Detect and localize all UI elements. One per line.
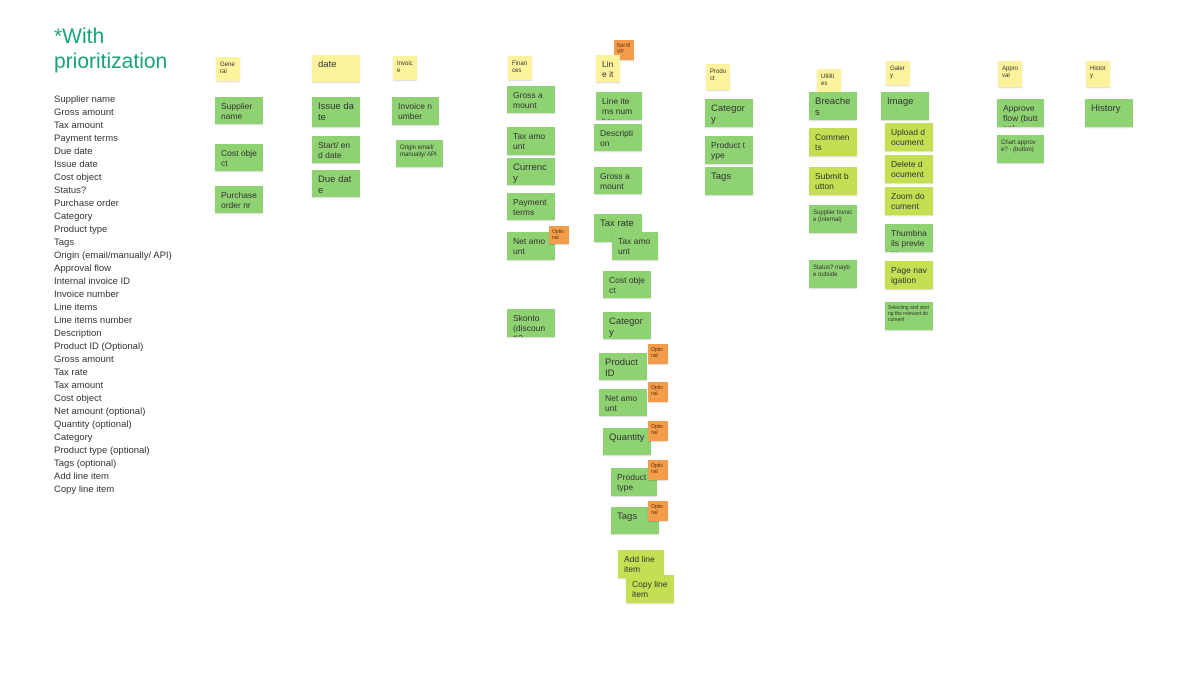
note-finances-header[interactable]: Finances — [508, 56, 532, 80]
note-comments[interactable]: Comments — [809, 128, 857, 156]
list-item: Cost object — [54, 172, 102, 183]
list-item: Line items number — [54, 315, 133, 326]
note-li-cost-object[interactable]: Cost object — [603, 271, 651, 298]
note-start-end-date[interactable]: Start/ end date — [312, 136, 360, 163]
note-approve-flow[interactable]: Approve flow (button) — [997, 99, 1044, 127]
note-tax-amount[interactable]: Tax amount — [507, 127, 555, 155]
note-approval-header[interactable]: Approval — [998, 61, 1022, 87]
note-breaches[interactable]: Breaches — [809, 92, 857, 120]
tag-optional[interactable]: Optional — [648, 382, 668, 402]
note-payment-terms[interactable]: Payment terms — [507, 193, 555, 220]
note-thumbnails-preview[interactable]: Thumbnails preview — [885, 224, 933, 252]
list-item: Approval flow — [54, 263, 112, 274]
note-invoice-header[interactable]: Invoice — [393, 56, 417, 80]
list-item: Category — [54, 211, 93, 222]
note-currency[interactable]: Currency — [507, 158, 555, 185]
note-chart-approve[interactable]: Chart approve? - (button) — [997, 135, 1044, 163]
note-date-header[interactable]: date — [312, 55, 360, 82]
note-li-tax-amount[interactable]: Tax amount — [612, 232, 658, 260]
note-history-header[interactable]: History — [1086, 61, 1110, 87]
note-selecting-storing[interactable]: Selecting and storing the relevant docum… — [885, 302, 933, 330]
list-item: Tax amount — [54, 380, 104, 391]
tag-optional[interactable]: Optional — [648, 421, 668, 441]
note-due-date[interactable]: Due date — [312, 170, 360, 197]
note-gross-amount[interactable]: Gross amount — [507, 86, 555, 113]
tag-optional[interactable]: Optional — [648, 460, 668, 480]
note-issue-date[interactable]: Issue date — [312, 97, 360, 127]
note-submit-button[interactable]: Submit button — [809, 167, 857, 195]
list-item: Purchase order — [54, 198, 119, 209]
note-description[interactable]: Description — [594, 124, 642, 151]
list-item: Cost object — [54, 393, 102, 404]
note-li-gross-amount[interactable]: Gross amount — [594, 167, 642, 194]
list-item: Gross amount — [54, 354, 114, 365]
list-item: Tax rate — [54, 367, 88, 378]
note-line-items-header[interactable]: Line items — [596, 55, 620, 82]
note-tags[interactable]: Tags — [705, 167, 753, 195]
note-image[interactable]: Image — [881, 92, 929, 120]
list-item: Net amount (optional) — [54, 406, 146, 417]
note-net-amount[interactable]: Net amount — [507, 232, 555, 260]
note-line-items-number[interactable]: Line items number — [596, 92, 642, 120]
note-product-type[interactable]: Product type — [705, 136, 753, 164]
note-quantity[interactable]: Quantity — [603, 428, 651, 455]
note-page-navigation[interactable]: Page navigation — [885, 261, 933, 289]
list-item: Line items — [54, 302, 98, 313]
note-status[interactable]: Status? maybe outside — [809, 260, 857, 288]
board-title: *With prioritization — [54, 25, 168, 73]
note-li-net-amount[interactable]: Net amount — [599, 389, 647, 416]
note-product-header[interactable]: Product — [706, 64, 730, 90]
list-item: Tax amount — [54, 120, 104, 131]
list-item: Product ID (Optional) — [54, 341, 144, 352]
list-item: Invoice number — [54, 289, 119, 300]
note-cost-object[interactable]: Cost object — [215, 144, 263, 171]
tag-optional[interactable]: Optional — [549, 226, 569, 244]
note-purchase-order[interactable]: Purchase order nr — [215, 186, 263, 213]
note-upload-document[interactable]: Upload document — [885, 123, 933, 151]
list-item: Status? — [54, 185, 87, 196]
note-category[interactable]: Category — [705, 99, 753, 127]
note-utilities-header[interactable]: Utilities — [817, 69, 841, 93]
list-item: Product type (optional) — [54, 445, 150, 456]
list-item: Quantity (optional) — [54, 419, 132, 430]
tag-optional[interactable]: Optional — [648, 501, 668, 521]
note-origin[interactable]: Origin email/ manually/ API — [396, 140, 443, 167]
note-history[interactable]: History — [1085, 99, 1133, 127]
list-item: Due date — [54, 146, 93, 157]
note-product-id[interactable]: Product ID — [599, 353, 647, 380]
list-item: Category — [54, 432, 93, 443]
list-item: Description — [54, 328, 102, 339]
list-item: Issue date — [54, 159, 98, 170]
note-add-line-item[interactable]: Add line item — [618, 550, 664, 578]
note-galery-header[interactable]: Galery — [886, 61, 910, 85]
list-item: Gross amount — [54, 107, 114, 118]
list-item: Copy line item — [54, 484, 115, 495]
list-item: Add line item — [54, 471, 109, 482]
note-general-header[interactable]: General — [216, 57, 240, 81]
field-list: Supplier name Gross amount Tax amount Pa… — [54, 93, 174, 496]
list-item: Internal invoice ID — [54, 276, 131, 287]
note-zoom-document[interactable]: Zoom document — [885, 187, 933, 215]
note-delete-document[interactable]: Delete document — [885, 155, 933, 183]
note-li-category[interactable]: Category — [603, 312, 651, 339]
list-item: Supplier name — [54, 94, 116, 105]
tag-optional[interactable]: Optional — [648, 344, 668, 364]
note-skonto[interactable]: Skonto (discount)? — [507, 309, 555, 337]
list-item: Payment terms — [54, 133, 118, 144]
list-item: Origin (email/manually/ API) — [54, 250, 172, 261]
note-copy-line-item[interactable]: Copy line item — [626, 575, 674, 603]
note-supplier-name[interactable]: Supplier name — [215, 97, 263, 124]
note-invoice-number[interactable]: Invoice number — [392, 97, 439, 125]
list-item: Tags (optional) — [54, 458, 117, 469]
list-item: Tags — [54, 237, 75, 248]
list-item: Product type — [54, 224, 108, 235]
note-supplier-invoice[interactable]: Supplier Invoice (internal) — [809, 205, 857, 233]
